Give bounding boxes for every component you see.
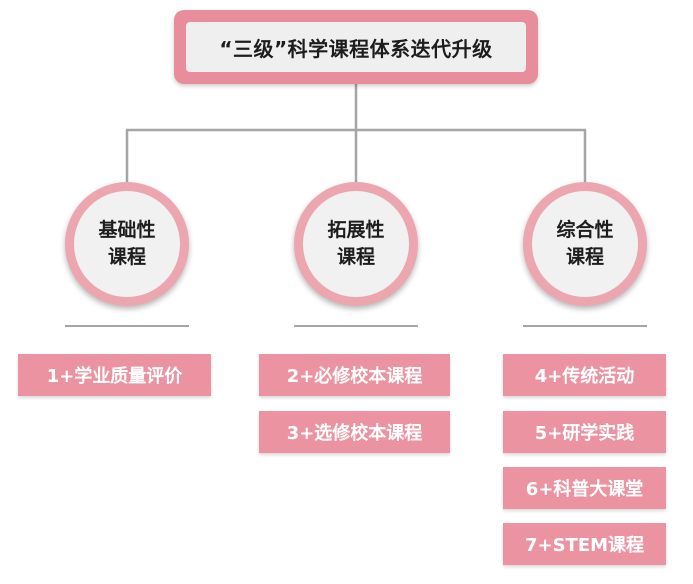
branch-circle-extended: 拓展性 课程	[294, 182, 418, 306]
item-box: 7+STEM课程	[503, 523, 666, 565]
diagram-title: “三级”科学课程体系迭代升级	[219, 36, 493, 61]
item-box: 2+必修校本课程	[259, 354, 450, 396]
item-box: 5+研学实践	[503, 411, 666, 453]
branch-circle-foundational: 基础性 课程	[65, 182, 189, 306]
branch-underline	[523, 325, 647, 327]
title-inner: “三级”科学课程体系迭代升级	[186, 22, 526, 72]
item-box: 3+选修校本课程	[259, 411, 450, 453]
branch-circle-inner: 拓展性 课程	[303, 191, 409, 297]
branch-circle-inner: 基础性 课程	[74, 191, 180, 297]
branch-label-line1: 拓展性	[327, 219, 385, 241]
branch-underline	[294, 325, 418, 327]
branch-label-line1: 综合性	[556, 219, 614, 241]
branch-circle-integrated: 综合性 课程	[523, 182, 647, 306]
branch-label-line1: 基础性	[98, 219, 156, 241]
title-box: “三级”科学课程体系迭代升级	[174, 10, 538, 84]
branch-underline	[65, 325, 189, 327]
item-box: 4+传统活动	[503, 354, 666, 396]
branch-circle-inner: 综合性 课程	[532, 191, 638, 297]
item-box: 6+科普大课堂	[503, 467, 666, 509]
item-box: 1+学业质量评价	[18, 354, 211, 396]
branch-label-line2: 课程	[565, 246, 604, 268]
branch-label-line2: 课程	[107, 246, 146, 268]
branch-label-line2: 课程	[336, 246, 375, 268]
